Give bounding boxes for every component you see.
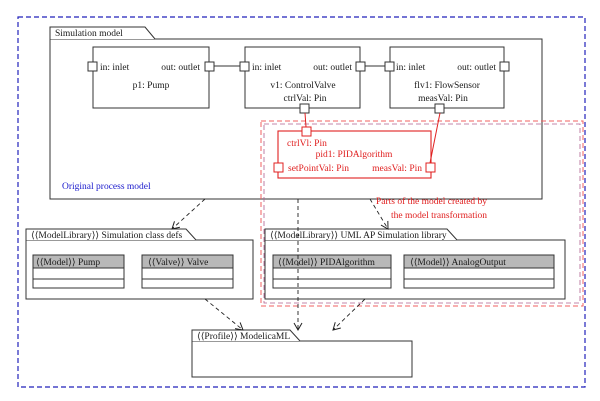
simulation-model-title: Simulation model (55, 29, 123, 39)
simulation-class-defs-package[interactable]: ⟨⟨ModelLibrary⟩⟩ Simulation class defs ⟨… (25, 228, 254, 300)
class-valve-label: ⟨⟨Valve⟩⟩ Valve (148, 257, 208, 268)
uml-ap-simulation-library-package[interactable]: ⟨⟨ModelLibrary⟩⟩ UML AP Simulation libra… (264, 228, 566, 300)
dependency-sim-model-to-class-defs (171, 198, 206, 230)
pid-meas-port[interactable] (425, 162, 436, 173)
sensor-meas-to-pid-link (429, 112, 441, 164)
class-analog-output-label: ⟨⟨Model⟩⟩ AnalogOutput (410, 257, 506, 268)
sensor-in-port[interactable] (384, 61, 395, 72)
pump-component[interactable]: in: inlet out: outlet p1: Pump (87, 46, 215, 109)
sensor-out-label: out: outlet (457, 63, 496, 73)
dependency-sim-model-to-uml-ap (369, 198, 389, 230)
class-pump[interactable]: ⟨⟨Model⟩⟩ Pump (32, 254, 125, 289)
valve-out-port[interactable] (355, 61, 366, 72)
valve-in-label: in: inlet (252, 63, 282, 73)
sensor-name: flv1: FlowSensor (414, 80, 481, 91)
class-pid-algorithm-label: ⟨⟨Model⟩⟩ PIDAlgorithm (278, 257, 376, 268)
flow-sensor-component[interactable]: in: inlet out: outlet flv1: FlowSensor m… (384, 46, 510, 114)
transformation-note-line1: Parts of the model created by (376, 196, 487, 207)
pid-setpoint-label: setPointVal: Pin (288, 164, 349, 174)
sensor-out-port[interactable] (499, 61, 510, 72)
pump-out-port[interactable] (204, 61, 215, 72)
class-pump-label: ⟨⟨Model⟩⟩ Pump (36, 257, 100, 268)
valve-ctrl-port[interactable] (299, 103, 310, 114)
pid-component[interactable]: ctrlVl: Pin pid1: PIDAlgorithm setPointV… (273, 126, 436, 179)
transformation-note-line2: the model transformation (391, 210, 487, 221)
pid-meas-label: measVal: Pin (372, 164, 422, 174)
transformation-region (260, 120, 584, 307)
pump-in-label: in: inlet (100, 63, 130, 73)
sensor-in-label: in: inlet (396, 63, 426, 73)
pid-ctrl-port[interactable] (301, 126, 312, 137)
outer-boundary (17, 16, 586, 388)
uml-ap-library-title: ⟨⟨ModelLibrary⟩⟩ UML AP Simulation libra… (270, 230, 447, 241)
valve-ctrl-to-pid-link (304, 112, 307, 128)
dependency-uml-ap-to-profile (332, 298, 366, 331)
valve-out-label: out: outlet (313, 63, 352, 73)
sensor-meas-port[interactable] (434, 103, 445, 114)
dependency-class-defs-to-profile (204, 298, 244, 331)
sensor-meas-label: measVal: Pin (418, 94, 468, 104)
pump-name: p1: Pump (133, 81, 170, 91)
profile-title: ⟨⟨Profile⟩⟩ ModelicaML (197, 331, 290, 342)
class-pid-algorithm[interactable]: ⟨⟨Model⟩⟩ PIDAlgorithm (272, 254, 392, 289)
valve-ctrl-label: ctrlVal: Pin (283, 94, 326, 104)
pid-setpoint-port[interactable] (273, 162, 284, 173)
control-valve-component[interactable]: in: inlet out: outlet v1: ControlValve c… (239, 46, 366, 114)
pid-name: pid1: PIDAlgorithm (316, 150, 393, 160)
simulation-class-defs-title: ⟨⟨ModelLibrary⟩⟩ Simulation class defs (31, 230, 183, 241)
original-process-model-label: Original process model (62, 182, 151, 192)
transformation-region-inner (263, 123, 581, 304)
pid-ctrl-label: ctrlVl: Pin (287, 139, 327, 149)
class-analog-output[interactable]: ⟨⟨Model⟩⟩ AnalogOutput (403, 254, 555, 289)
valve-name: v1: ControlValve (270, 81, 335, 91)
modelicaml-profile-package[interactable]: ⟨⟨Profile⟩⟩ ModelicaML (191, 329, 413, 378)
valve-in-port[interactable] (239, 61, 250, 72)
class-valve[interactable]: ⟨⟨Valve⟩⟩ Valve (141, 254, 234, 289)
pump-in-port[interactable] (87, 61, 98, 72)
pump-out-label: out: outlet (161, 63, 200, 73)
